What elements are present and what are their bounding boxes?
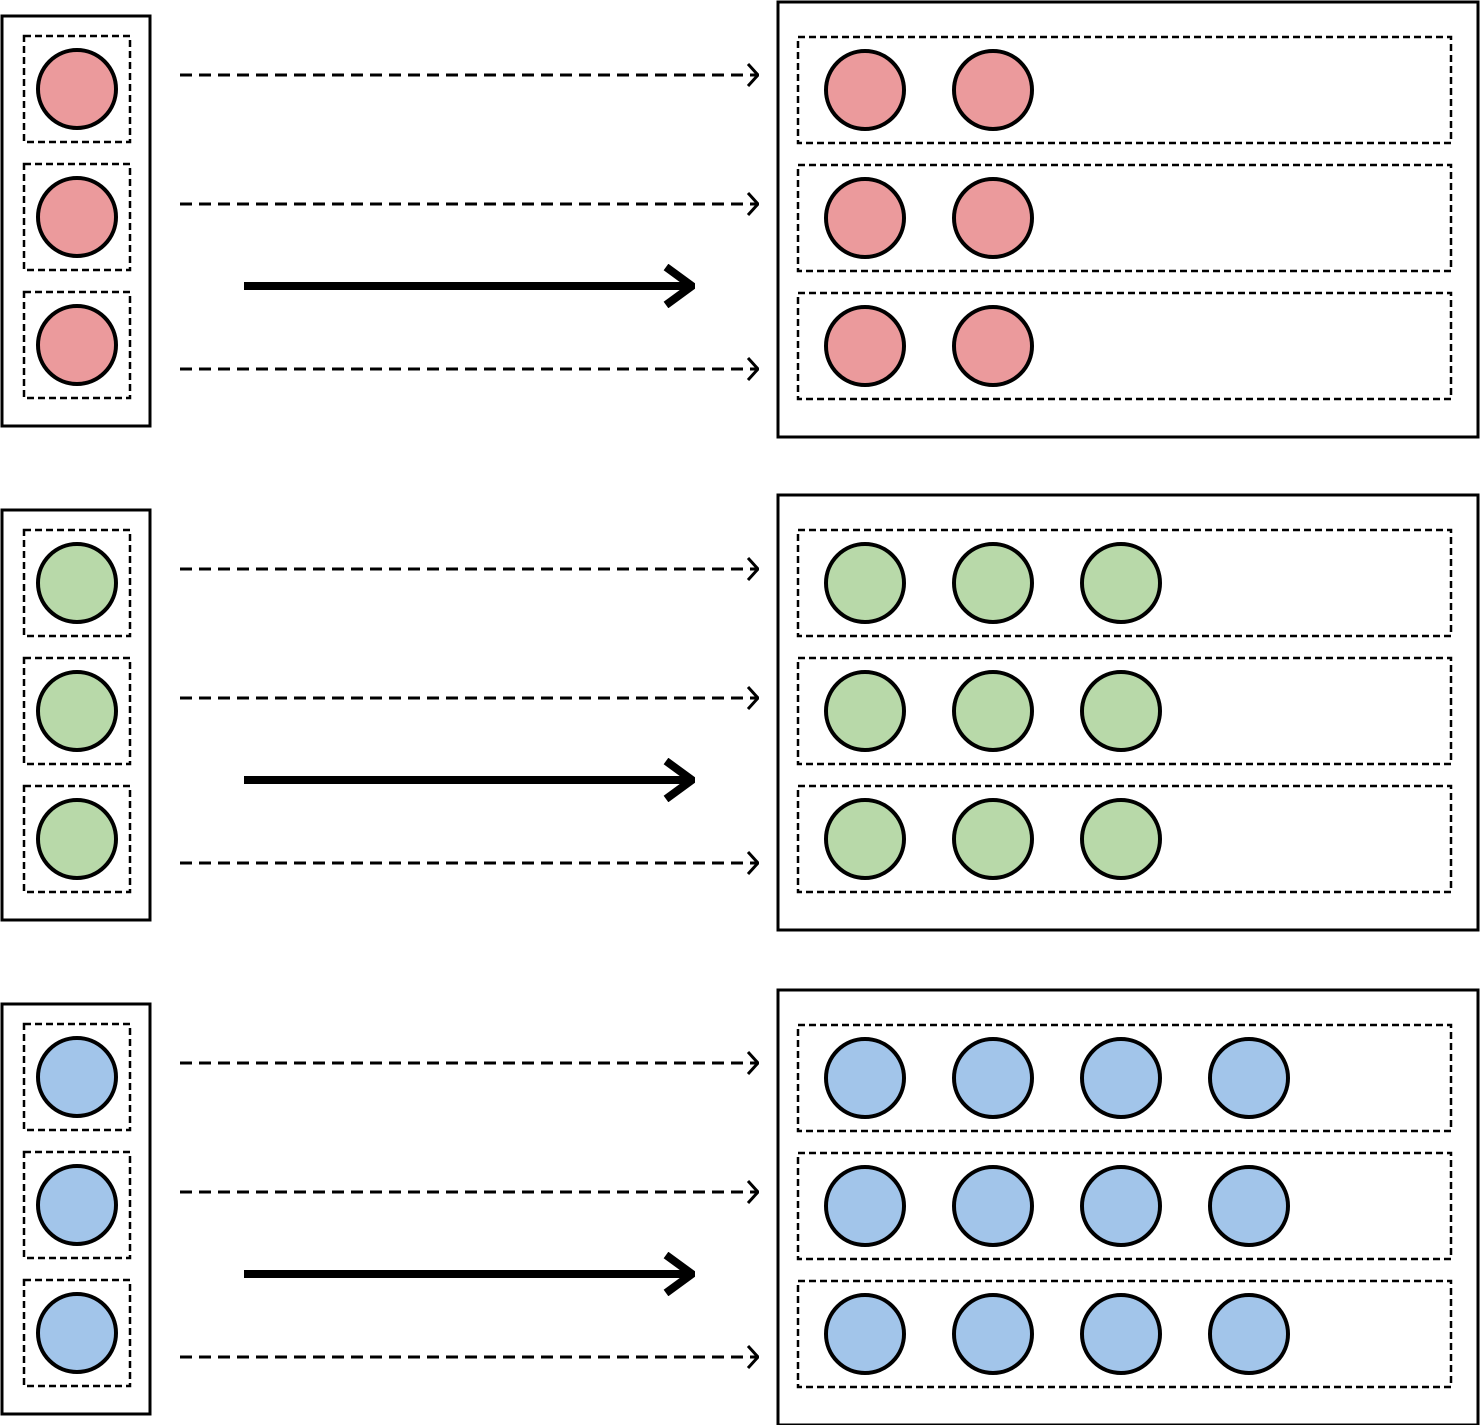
right-row [796,1151,1453,1261]
left-cell [22,290,132,400]
right-row [796,35,1453,145]
expanded-circle [952,1037,1034,1119]
expanded-circle [824,49,906,131]
source-circle [36,48,118,130]
expanded-circle [952,798,1034,880]
source-circle [36,542,118,624]
source-circle [36,1036,118,1118]
source-circle [36,798,118,880]
left-column-box [0,508,152,922]
right-row [796,163,1453,273]
source-circle [36,304,118,386]
expanded-circle [1208,1293,1290,1375]
left-cell [22,1150,132,1260]
right-expanded-box [776,0,1480,439]
expanded-circle [1080,542,1162,624]
source-circle [36,176,118,258]
left-cell [22,528,132,638]
right-row [796,291,1453,401]
source-circle [36,1292,118,1374]
expanded-circle [824,1037,906,1119]
expanded-circle [1080,1037,1162,1119]
right-expanded-box [776,988,1480,1425]
right-row [796,1279,1453,1389]
expanded-circle [1208,1165,1290,1247]
expanded-circle [824,542,906,624]
expanded-circle [1080,798,1162,880]
expanded-circle [824,670,906,752]
right-expanded-box [776,493,1480,932]
group-green [0,493,1480,932]
source-circle [36,1164,118,1246]
expanded-circle [1080,1165,1162,1247]
expanded-circle [824,177,906,259]
left-cell [22,1278,132,1388]
expanded-circle [952,1293,1034,1375]
expanded-circle [952,177,1034,259]
left-column-box [0,1002,152,1416]
left-cell [22,784,132,894]
left-cell [22,656,132,766]
expanded-circle [952,1165,1034,1247]
right-row [796,784,1453,894]
expanded-circle [952,670,1034,752]
expanded-circle [952,542,1034,624]
left-cell [22,34,132,144]
left-cell [22,162,132,272]
expanded-circle [952,305,1034,387]
left-column-box [0,14,152,428]
right-row [796,528,1453,638]
expanded-circle [1208,1037,1290,1119]
expanded-circle [1080,1293,1162,1375]
right-row [796,1023,1453,1133]
expanded-circle [1080,670,1162,752]
left-cell [22,1022,132,1132]
expanded-circle [952,49,1034,131]
expanded-circle [824,305,906,387]
source-circle [36,670,118,752]
right-row [796,656,1453,766]
group-blue [0,988,1480,1425]
expanded-circle [824,1165,906,1247]
group-red [0,0,1480,439]
expanded-circle [824,798,906,880]
expanded-circle [824,1293,906,1375]
